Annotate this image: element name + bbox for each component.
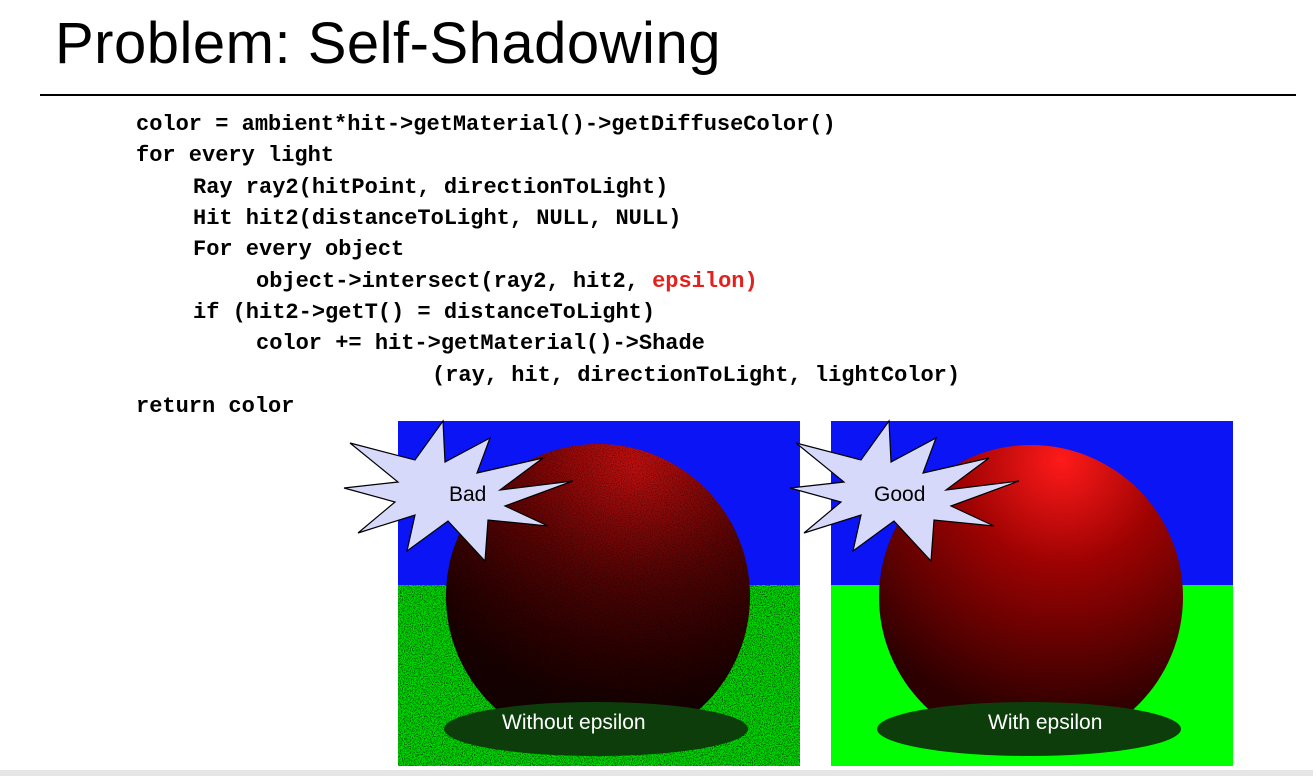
code-line-3: Ray ray2(hitPoint, directionToLight) xyxy=(193,175,669,200)
code-line-9: (ray, hit, directionToLight, lightColor) xyxy=(432,363,961,388)
caption-without-epsilon: Without epsilon xyxy=(502,711,646,734)
caption-with-epsilon: With epsilon xyxy=(988,711,1103,734)
title-divider xyxy=(40,94,1296,96)
code-line-5: For every object xyxy=(193,237,405,262)
code-line-7: if (hit2->getT() = distanceToLight) xyxy=(193,300,656,325)
code-line-10: return color xyxy=(136,394,295,419)
good-burst-shape xyxy=(789,419,1020,563)
epsilon-highlight: epsilon) xyxy=(652,269,758,294)
code-line-6: object->intersect(ray2, hit2, epsilon) xyxy=(256,266,758,297)
bottom-strip xyxy=(0,770,1313,776)
code-line-4: Hit hit2(distanceToLight, NULL, NULL) xyxy=(193,206,682,231)
code-line-8: color += hit->getMaterial()->Shade xyxy=(256,331,705,356)
bad-burst-shape xyxy=(343,419,574,563)
code-line-1: color = ambient*hit->getMaterial()->getD… xyxy=(136,112,836,137)
bad-burst-label: Bad xyxy=(449,483,487,506)
slide-title: Problem: Self-Shadowing xyxy=(55,11,721,76)
code-line-2: for every light xyxy=(136,143,335,168)
good-burst-label: Good xyxy=(874,483,926,506)
code-line-6-text: object->intersect(ray2, hit2, xyxy=(256,269,653,294)
